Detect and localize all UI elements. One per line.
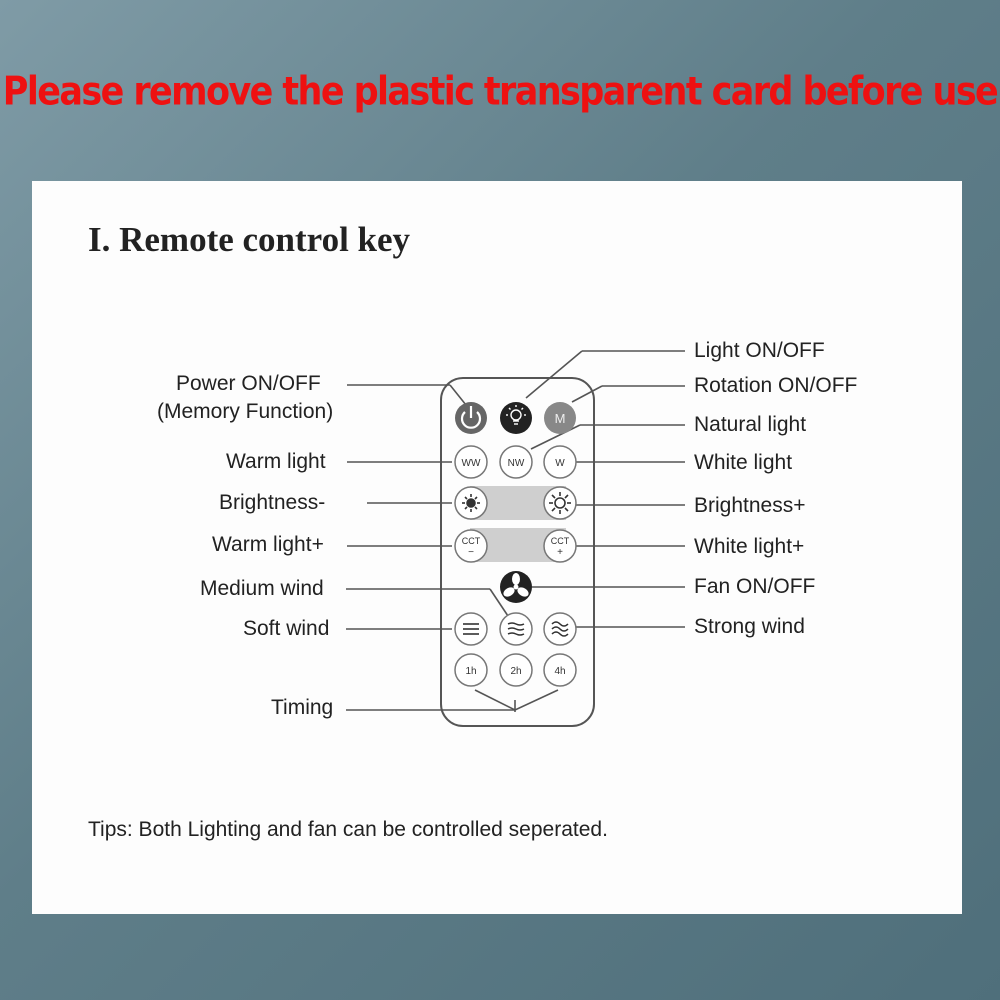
svg-text:2h: 2h	[510, 666, 521, 677]
sun-dim-icon	[462, 494, 480, 512]
label-warm-light-plus: Warm light+	[212, 533, 324, 556]
light-button	[500, 402, 532, 434]
svg-text:1h: 1h	[465, 666, 476, 677]
medium-wind-icon	[507, 622, 525, 636]
label-natural-light: Natural light	[694, 413, 807, 436]
svg-text:W: W	[555, 458, 565, 469]
label-power: Power ON/OFF	[176, 372, 321, 395]
soft-wind-icon	[463, 623, 479, 635]
label-fan-onoff: Fan ON/OFF	[694, 575, 816, 598]
leader-lines	[346, 350, 685, 712]
power-button	[455, 402, 487, 434]
label-brightness-minus: Brightness-	[219, 491, 326, 514]
ww-button: WW	[454, 445, 488, 479]
svg-text:NW: NW	[508, 458, 525, 469]
label-brightness-plus: Brightness+	[694, 494, 806, 517]
label-strong-wind: Strong wind	[694, 615, 805, 638]
label-medium-wind: Medium wind	[200, 577, 324, 600]
fan-icon	[503, 573, 529, 597]
soft-wind-button	[454, 612, 488, 646]
w-button: W	[543, 445, 577, 479]
svg-text:−: −	[468, 547, 474, 558]
strong-wind-icon	[551, 621, 569, 637]
label-timing: Timing	[271, 696, 334, 719]
brightness-plus-button	[543, 486, 577, 520]
label-soft-wind: Soft wind	[243, 617, 330, 640]
label-warm-light: Warm light	[226, 450, 326, 473]
remote-body	[440, 377, 595, 727]
cct-minus-button: CCT −	[454, 529, 488, 563]
svg-text:M: M	[555, 411, 566, 426]
warning-banner: Please remove the plastic transparent ca…	[2, 69, 999, 115]
svg-text:CCT: CCT	[462, 536, 481, 546]
timer-2h-button: 2h	[499, 653, 533, 687]
nw-button: NW	[499, 445, 533, 479]
cct-plus-button: CCT +	[543, 529, 577, 563]
section-heading: I. Remote control key	[88, 220, 411, 259]
sun-bright-icon	[549, 492, 571, 514]
label-light-onoff: Light ON/OFF	[694, 339, 825, 362]
power-icon	[460, 411, 482, 429]
label-white-light-plus: White light+	[694, 535, 805, 558]
strong-wind-button	[543, 612, 577, 646]
svg-text:CCT: CCT	[551, 536, 570, 546]
svg-text:4h: 4h	[554, 666, 565, 677]
brightness-minus-button	[454, 486, 488, 520]
fan-button	[500, 571, 532, 603]
label-rotation-onoff: Rotation ON/OFF	[694, 374, 858, 397]
label-white-light: White light	[694, 451, 793, 474]
svg-text:+: +	[557, 547, 563, 558]
label-memory-function: (Memory Function)	[157, 400, 334, 423]
tips-text: Tips: Both Lighting and fan can be contr…	[88, 818, 608, 841]
svg-text:WW: WW	[462, 458, 481, 469]
bulb-icon	[506, 405, 526, 425]
memory-button: M	[544, 402, 576, 434]
timer-1h-button: 1h	[454, 653, 488, 687]
medium-wind-button	[499, 612, 533, 646]
timer-4h-button: 4h	[543, 653, 577, 687]
